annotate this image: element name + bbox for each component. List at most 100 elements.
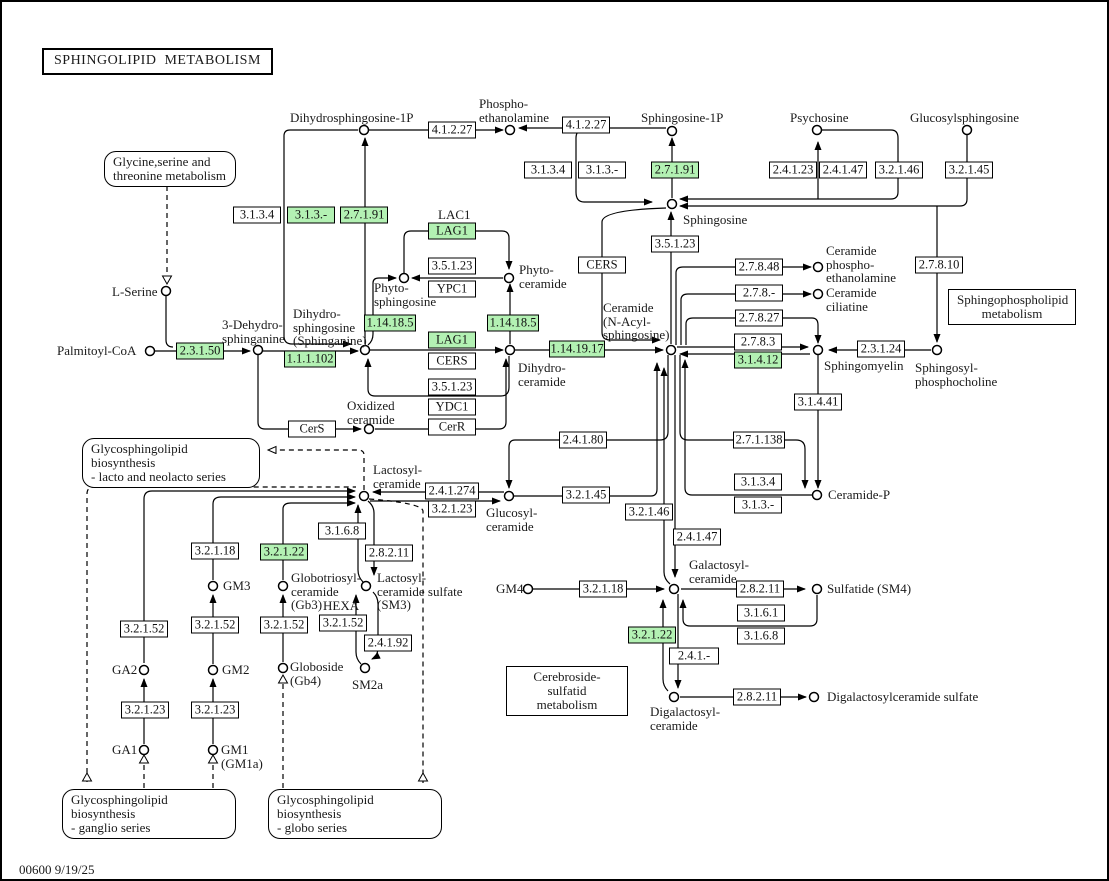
enzyme-box[interactable]: 2.7.8.- <box>735 284 783 302</box>
enzyme-box[interactable]: 3.2.1.22 <box>628 626 676 644</box>
enzyme-box[interactable]: LAG1 <box>428 331 476 349</box>
compound-l-serine[interactable] <box>160 285 172 297</box>
enzyme-box[interactable]: 2.7.8.27 <box>735 309 783 327</box>
compound-digalactosylceramide[interactable] <box>668 691 680 703</box>
compound-phytoceramide[interactable] <box>503 272 515 284</box>
enzyme-box[interactable]: 3.1.3.- <box>287 206 335 224</box>
enzyme-box[interactable]: 3.1.3.- <box>578 161 626 179</box>
pathway-link-sphingophospholipid[interactable]: Sphingophospholipid metabolism <box>948 289 1076 325</box>
compound-sulfatide[interactable] <box>811 583 823 595</box>
pathway-link-ganglio[interactable]: Glycosphingolipid biosynthesis - ganglio… <box>62 789 236 839</box>
pathway-link-globo[interactable]: Glycosphingolipid biosynthesis - globo s… <box>268 789 442 839</box>
compound-palmitoyl-coa[interactable] <box>144 345 156 357</box>
compound-glucosylsphingosine[interactable] <box>961 124 973 136</box>
enzyme-box[interactable]: 3.5.1.23 <box>651 235 699 253</box>
compound-gm1[interactable] <box>207 744 219 756</box>
compound-dihydroceramide[interactable] <box>504 344 516 356</box>
enzyme-box[interactable]: 4.1.2.27 <box>562 116 610 134</box>
enzyme-box[interactable]: CERS <box>428 352 476 370</box>
enzyme-box[interactable]: 3.2.1.52 <box>319 614 367 632</box>
enzyme-box[interactable]: 2.4.1.92 <box>364 634 412 652</box>
enzyme-box[interactable]: 1.14.18.5 <box>364 314 416 332</box>
compound-gm3[interactable] <box>207 580 219 592</box>
compound-glucosylceramide[interactable] <box>503 490 515 502</box>
compound-gb3[interactable] <box>277 580 289 592</box>
enzyme-box[interactable]: 3.2.1.23 <box>121 701 169 719</box>
enzyme-box[interactable]: 3.2.1.22 <box>260 543 308 561</box>
compound-sm3[interactable] <box>360 580 372 592</box>
compound-sphinganine[interactable] <box>359 344 371 356</box>
enzyme-box[interactable]: 3.2.1.18 <box>579 580 627 598</box>
enzyme-box[interactable]: 2.4.1.- <box>669 647 719 665</box>
enzyme-box[interactable]: 2.4.1.80 <box>559 431 607 449</box>
enzyme-box[interactable]: 2.7.1.138 <box>733 431 785 449</box>
enzyme-box[interactable]: 3.2.1.18 <box>191 542 239 560</box>
compound-globoside[interactable] <box>277 662 289 674</box>
enzyme-box[interactable]: CerR <box>428 418 476 436</box>
enzyme-box[interactable]: 3.1.3.4 <box>233 206 281 224</box>
enzyme-box[interactable]: 3.1.6.8 <box>737 627 785 645</box>
enzyme-box[interactable]: 3.5.1.23 <box>428 257 476 275</box>
enzyme-box[interactable]: CerS <box>288 420 336 438</box>
enzyme-box[interactable]: 2.8.2.11 <box>365 544 413 562</box>
enzyme-box[interactable]: 2.7.8.3 <box>734 333 782 351</box>
enzyme-box[interactable]: 1.1.1.102 <box>284 350 336 368</box>
pathway-link-cerebroside-sulfatid[interactable]: Cerebroside-sulfatid metabolism <box>506 666 628 716</box>
enzyme-box[interactable]: 3.1.3.4 <box>734 473 782 491</box>
enzyme-box[interactable]: 2.4.1.274 <box>425 482 479 500</box>
enzyme-box[interactable]: 2.4.1.47 <box>819 161 867 179</box>
enzyme-box[interactable]: 3.5.1.23 <box>428 378 476 396</box>
compound-phospho-ethanolamine[interactable] <box>504 124 516 136</box>
pathway-link-lacto-neolacto[interactable]: Glycosphingolipid biosynthesis - lacto a… <box>82 438 260 488</box>
compound-sphingosine[interactable] <box>666 198 678 210</box>
enzyme-box[interactable]: 3.1.6.1 <box>737 604 785 622</box>
enzyme-box[interactable]: 3.2.1.46 <box>875 161 923 179</box>
enzyme-box[interactable]: 1.14.18.5 <box>487 314 539 332</box>
enzyme-box[interactable]: 2.3.1.24 <box>857 340 905 358</box>
compound-ceramide-p[interactable] <box>811 489 823 501</box>
compound-oxidized-ceramide[interactable] <box>363 423 375 435</box>
enzyme-box[interactable]: 3.2.1.23 <box>428 500 476 518</box>
compound-ga2[interactable] <box>138 664 150 676</box>
enzyme-box[interactable]: 2.8.2.11 <box>733 688 781 706</box>
enzyme-box[interactable]: 2.7.8.10 <box>915 256 963 274</box>
enzyme-box[interactable]: 3.1.3.4 <box>524 161 572 179</box>
enzyme-box[interactable]: 3.2.1.23 <box>191 701 239 719</box>
compound-sphingosylphosphocholine[interactable] <box>931 344 943 356</box>
enzyme-box[interactable]: 3.1.4.12 <box>734 351 782 369</box>
compound-sphingomyelin[interactable] <box>812 344 824 356</box>
compound-gm4[interactable] <box>522 583 534 595</box>
enzyme-box[interactable]: 3.2.1.52 <box>191 616 239 634</box>
enzyme-box[interactable]: 3.1.6.8 <box>318 522 366 540</box>
compound-psychosine[interactable] <box>811 124 823 136</box>
compound-ceramide-ciliatine[interactable] <box>812 288 824 300</box>
compound-dihydrosphingosine-1p[interactable] <box>358 124 370 136</box>
enzyme-box[interactable]: 3.2.1.45 <box>945 161 993 179</box>
compound-ceramide[interactable] <box>665 344 677 356</box>
compound-ceramide-phosphoethanolamine[interactable] <box>812 261 824 273</box>
enzyme-box[interactable]: 2.7.1.91 <box>340 206 388 224</box>
compound-phytosphingosine[interactable] <box>398 272 410 284</box>
enzyme-box[interactable]: 1.14.19.17 <box>549 340 605 358</box>
compound-digalactosylceramide-sulfate[interactable] <box>808 691 820 703</box>
enzyme-box[interactable]: 3.2.1.45 <box>562 486 610 504</box>
enzyme-box[interactable]: YDC1 <box>428 398 476 416</box>
compound-galactosylceramide[interactable] <box>668 583 680 595</box>
compound-ga1[interactable] <box>138 744 150 756</box>
enzyme-box[interactable]: 2.7.1.91 <box>651 161 699 179</box>
enzyme-box[interactable]: 3.1.3.- <box>734 496 782 514</box>
enzyme-box[interactable]: 3.2.1.46 <box>625 503 673 521</box>
compound-sphingosine-1p[interactable] <box>666 125 678 137</box>
pathway-link-glycine-serine-threonine[interactable]: Glycine,serine and threonine metabolism <box>104 151 236 187</box>
enzyme-box[interactable]: 3.2.1.52 <box>120 620 168 638</box>
enzyme-box[interactable]: 2.3.1.50 <box>176 342 224 360</box>
enzyme-box[interactable]: 3.2.1.52 <box>260 616 308 634</box>
enzyme-box[interactable]: YPC1 <box>428 280 476 298</box>
enzyme-box[interactable]: LAG1 <box>428 222 476 240</box>
enzyme-box[interactable]: 3.1.4.41 <box>794 393 842 411</box>
enzyme-box[interactable]: 2.8.2.11 <box>736 580 784 598</box>
enzyme-box[interactable]: 2.4.1.23 <box>769 161 817 179</box>
compound-lactosylceramide[interactable] <box>358 490 370 502</box>
enzyme-box[interactable]: CERS <box>578 256 626 274</box>
compound-gm2[interactable] <box>207 664 219 676</box>
